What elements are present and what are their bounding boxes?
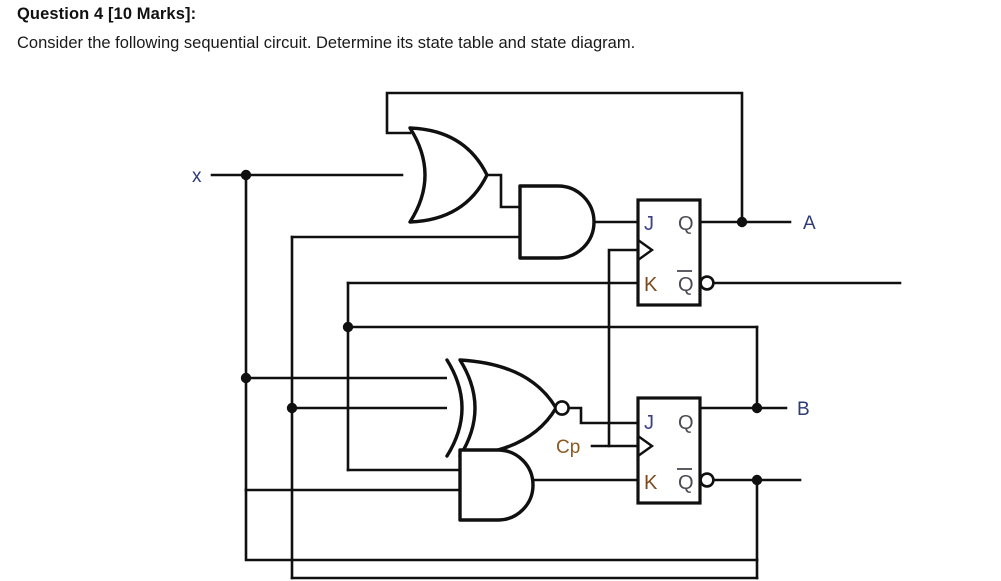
flipflop-b: J K Q Q: [636, 396, 715, 505]
flipflop-b-clock-wedge: [637, 435, 655, 457]
flipflop-a-q-label: Q: [678, 213, 694, 235]
question-prompt: Consider the following sequential circui…: [17, 34, 636, 52]
flipflop-a: J K Q Q: [636, 198, 715, 307]
circuit-svg: J K Q Q J K Q Q x Cp: [192, 91, 902, 580]
junction-dot-bus-xnor-lower: [286, 402, 298, 414]
or-gate-1: [408, 126, 489, 224]
wire-x-bottom-run: [244, 488, 759, 562]
and-gate-2-body: [458, 448, 535, 522]
and-gate-1: [518, 184, 596, 260]
xnor-gate-1-extra-arc: [445, 358, 464, 458]
and-gate-2: [458, 448, 535, 522]
xnor-gate-1: [445, 358, 570, 458]
wire-cp-riser-to-ffa-clock: [607, 248, 640, 448]
junction-dot-x-xnor: [240, 372, 252, 384]
flipflop-a-j-label: J: [644, 213, 654, 235]
flipflop-a-qbar-bubble: [699, 275, 715, 291]
junction-dot-ffb-qbar: [751, 474, 763, 486]
flipflop-a-qbar-label: Q: [678, 274, 694, 296]
flipflop-b-box: [636, 396, 702, 505]
flipflop-b-k-label: K: [644, 472, 658, 494]
xnor-gate-1-bubble: [554, 400, 570, 416]
flipflop-a-clock-wedge: [637, 239, 655, 261]
circuit-diagram: J K Q Q J K Q Q x Cp: [0, 70, 1001, 581]
input-label-x: x: [192, 166, 202, 187]
io-labels: x Cp A B: [192, 166, 816, 458]
wire-xnor-out-to-ffb-j: [564, 406, 640, 425]
junction-dots: [240, 169, 763, 486]
input-label-cp: Cp: [556, 437, 580, 458]
or-gate-1-body: [408, 126, 489, 224]
question-heading: Question 4 [10 Marks]:: [17, 5, 197, 23]
junction-dot-x: [240, 169, 252, 181]
junction-dot-mid-feedback: [342, 321, 354, 333]
junction-dot-b-output: [751, 402, 763, 414]
wire-network: [210, 91, 902, 580]
and-gate-1-body: [518, 184, 596, 260]
flipflop-b-q-label: Q: [678, 412, 694, 434]
wire-a-feedback-to-or: [385, 91, 744, 220]
junction-dot-a-output: [736, 216, 748, 228]
output-label-b: B: [797, 399, 810, 420]
flipflop-b-qbar-label: Q: [678, 472, 694, 494]
flipflop-a-k-label: K: [644, 274, 658, 296]
flipflop-b-j-label: J: [644, 412, 654, 434]
flipflop-b-qbar-bubble: [699, 472, 715, 488]
xnor-gate-1-body: [458, 358, 558, 458]
output-label-a: A: [803, 213, 816, 234]
wire-or-out-to-and1: [485, 173, 522, 209]
